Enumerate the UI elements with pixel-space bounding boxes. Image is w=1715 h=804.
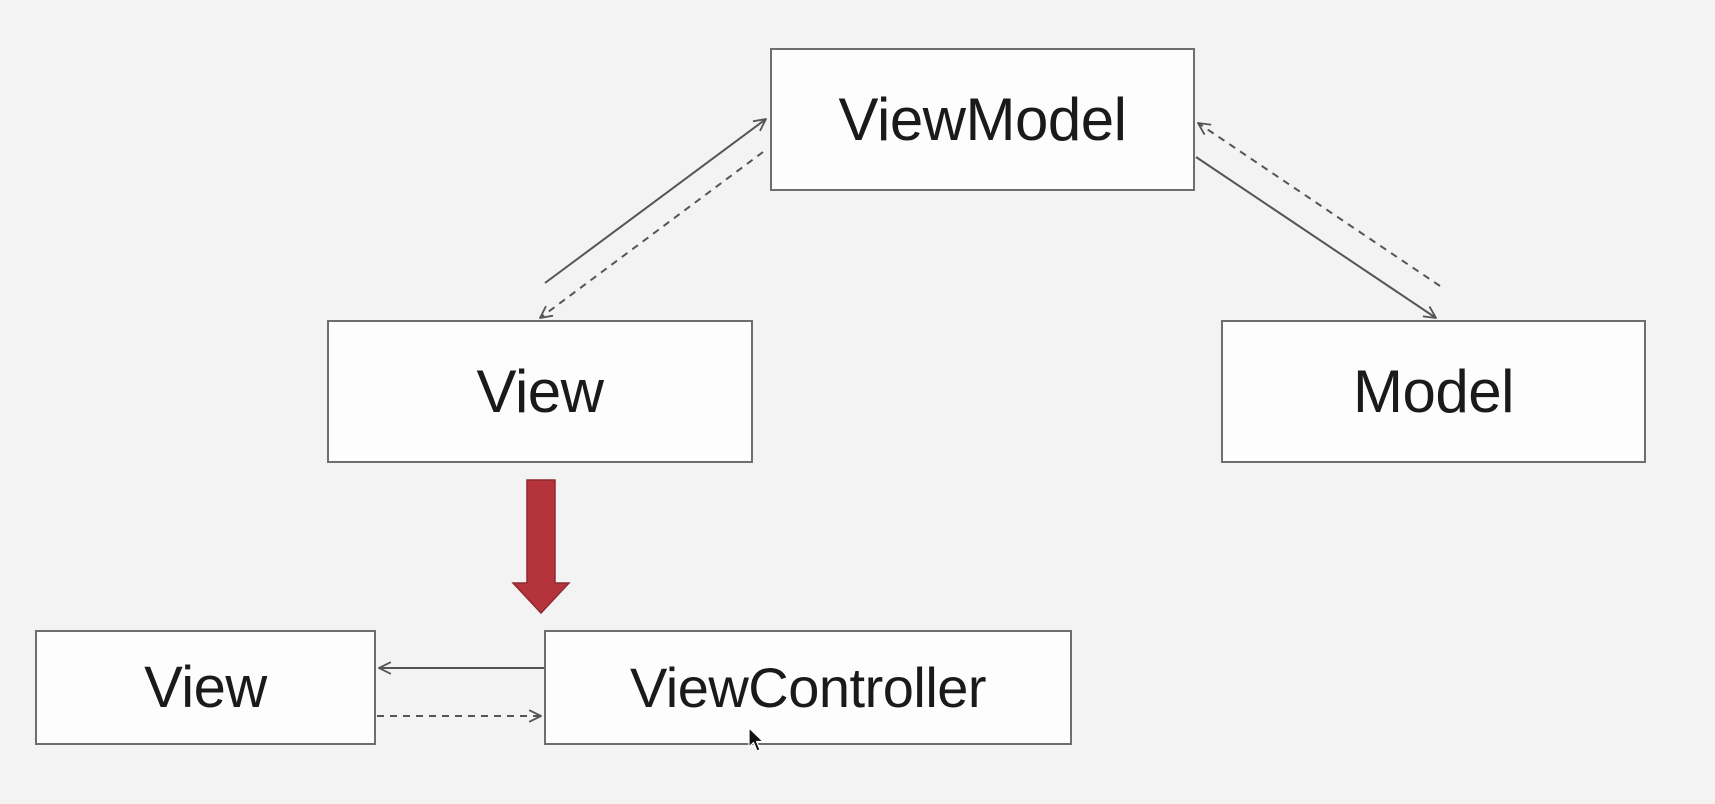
viewmodel-label: ViewModel <box>838 86 1127 153</box>
view-label: View <box>476 358 604 425</box>
mouse-pointer-icon <box>748 727 764 752</box>
view-box: View <box>327 320 753 463</box>
edge-viewmodel-to-model <box>1195 156 1437 319</box>
edge-viewmodel-to-view <box>539 151 764 319</box>
model-box: Model <box>1221 320 1646 463</box>
edge-view-to-viewmodel <box>544 118 767 284</box>
model-label: Model <box>1353 358 1514 425</box>
uikit-view-label: View <box>144 655 267 720</box>
viewcontroller-box: ViewController <box>544 630 1072 745</box>
transformation-arrow <box>511 479 571 615</box>
edge-model-to-viewmodel <box>1197 122 1441 287</box>
viewcontroller-label: ViewController <box>629 656 987 719</box>
uikit-view-box: View <box>35 630 376 745</box>
viewmodel-box: ViewModel <box>770 48 1195 191</box>
